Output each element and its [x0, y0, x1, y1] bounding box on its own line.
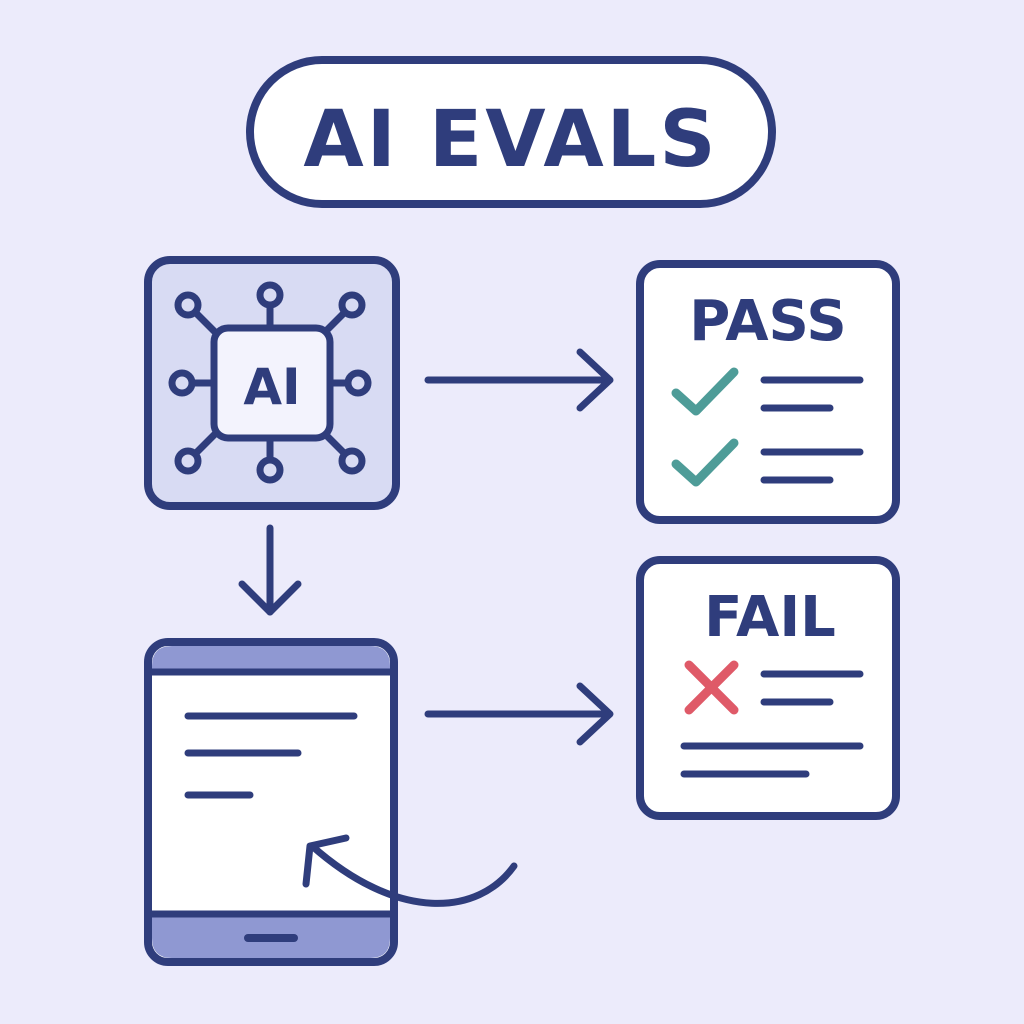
fail-card-border: [636, 556, 900, 820]
ai-chip-icon: [168, 281, 372, 484]
check-icon: [671, 367, 739, 416]
pass-row-lines: [760, 448, 864, 484]
tablet-icon: [144, 638, 398, 966]
tablet-top-bar: [152, 646, 390, 672]
fail-row-lines: [680, 670, 864, 778]
pass-card-border: [636, 260, 900, 524]
title-pill-border: [246, 56, 776, 208]
page-title: AI EVALS: [303, 95, 718, 185]
arrow-down-icon: [238, 524, 302, 616]
feedback-arrow-icon: [302, 834, 518, 907]
pass-card-title: PASS: [689, 289, 846, 354]
tablet-text-lines: [184, 712, 358, 799]
fail-card: FAIL: [636, 556, 900, 820]
ai-chip-label: AI: [243, 358, 300, 416]
fail-card-title: FAIL: [704, 585, 836, 650]
pass-card: PASS: [636, 260, 900, 524]
pass-row-lines: [760, 376, 864, 412]
arrow-icon: [424, 348, 614, 412]
title-pill: AI EVALS: [246, 56, 776, 208]
arrow-icon: [424, 682, 614, 746]
tablet-body: [144, 638, 398, 966]
check-icon: [671, 438, 739, 487]
cross-icon: [684, 660, 739, 715]
ai-model-box: AI: [144, 256, 400, 510]
